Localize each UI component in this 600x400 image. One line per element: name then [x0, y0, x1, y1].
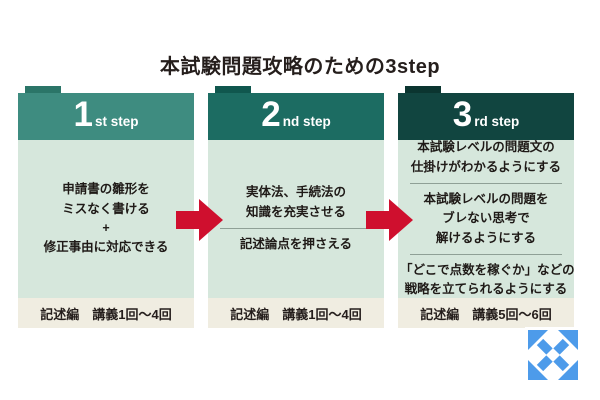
step-body-block: 実体法、手続法の知識を充実させる: [208, 183, 384, 222]
step-body: 実体法、手続法の知識を充実させる記述論点を押さえる: [208, 140, 384, 298]
arrow-right-icon: [176, 199, 223, 241]
expand-button[interactable]: [525, 327, 581, 383]
step-body-line: 本試験レベルの問題を: [423, 191, 549, 206]
step-tab: [25, 86, 61, 93]
diagram-title: 本試験問題攻略のための3step: [159, 56, 441, 78]
step-body-block: 本試験レベルの問題をブレない思考で解けるようにする: [398, 190, 574, 248]
expand-arrows-icon: [528, 330, 578, 380]
arrow-right-icon: [366, 199, 413, 241]
step-header: 2 nd step: [208, 93, 384, 140]
step-body: 本試験レベルの問題文の仕掛けがわかるようにする本試験レベルの問題をブレない思考で…: [398, 138, 575, 300]
step-footer-label: 記述編 講義5回〜6回: [398, 298, 574, 328]
step-number: 1: [73, 95, 93, 134]
divider-line: [410, 254, 562, 256]
step-body-line: 本試験レベルの問題文の: [417, 140, 555, 155]
step-body-block: 「どこで点数を稼ぐか」などの戦略を立てられるようにする: [398, 261, 575, 300]
step-number: 3: [452, 95, 473, 134]
step-body-line: 修正事由に対応できる: [43, 240, 169, 255]
step-body-line: ミスなく書ける: [62, 201, 150, 216]
step-body-line: ブレない思考で: [442, 211, 530, 226]
step-body-block: 本試験レベルの問題文の仕掛けがわかるようにする: [398, 138, 574, 177]
step-body-line: 知識を充実させる: [245, 204, 346, 219]
steps-container: 1 st step 申請書の雛形をミスなく書ける + 修正事由に対応できる 記述編 …: [18, 86, 575, 328]
step-header: 3 rd step: [398, 93, 574, 140]
divider-line: [220, 228, 372, 230]
step-suffix: rd step: [474, 114, 520, 129]
step-body-line: +: [102, 221, 110, 235]
step-body-line: 戦略を立てられるようにする: [404, 282, 568, 297]
step-body-line: 解けるようにする: [435, 230, 537, 245]
step-footer-label: 記述編 講義1回〜4回: [208, 298, 384, 328]
step-body: 申請書の雛形をミスなく書ける + 修正事由に対応できる: [18, 140, 194, 298]
divider-line: [410, 182, 562, 184]
step-card: 3 rd step 本試験レベルの問題文の仕掛けがわかるようにする本試験レベルの…: [398, 86, 575, 328]
step-tab: [405, 86, 441, 93]
step-card: 2 nd step 実体法、手続法の知識を充実させる記述論点を押さえる 記述編 …: [208, 86, 384, 328]
step-body-line: 申請書の雛形を: [62, 182, 150, 197]
step-body-line: 記述論点を押さえる: [239, 237, 353, 252]
step-body-line: 実体法、手続法の: [245, 185, 346, 200]
step-header: 1 st step: [18, 93, 194, 140]
step-suffix: st step: [94, 114, 139, 129]
step-card: 1 st step 申請書の雛形をミスなく書ける + 修正事由に対応できる 記述編 …: [18, 86, 194, 328]
step-footer-label: 記述編 講義1回〜4回: [18, 298, 194, 328]
step-suffix: nd step: [282, 114, 331, 129]
step-tab: [215, 86, 251, 93]
step-body-line: 「どこで点数を稼ぐか」などの: [400, 263, 575, 278]
step-number: 2: [261, 95, 281, 134]
step-body-line: 仕掛けがわかるようにする: [410, 159, 562, 174]
step-body-block: 申請書の雛形をミスなく書ける + 修正事由に対応できる: [18, 180, 194, 258]
step-body-block: 記述論点を押さえる: [208, 235, 384, 254]
